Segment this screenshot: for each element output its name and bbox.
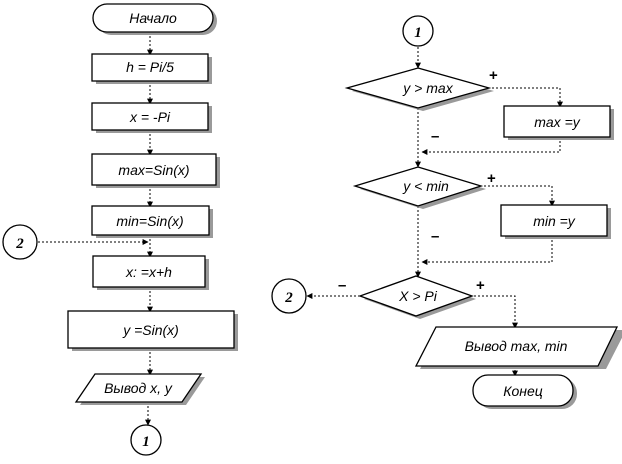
decision-x-gt-pi: X > Pi — [358, 275, 474, 317]
io-output-xy-label: Вывод x, y — [104, 380, 173, 396]
flow-maxassign-join — [421, 137, 561, 155]
connector-2-left: 2 — [2, 224, 38, 260]
terminal-end: Конец — [472, 374, 574, 407]
branch-max-yes-label: + — [489, 67, 498, 84]
process-max-assign-label: max =y — [534, 114, 581, 130]
process-max-init-label: max=Sin(x) — [118, 162, 189, 178]
flow-minassign-join — [421, 236, 553, 265]
decision-y-gt-max: y > max — [344, 67, 492, 109]
connector-2-right-label: 2 — [284, 290, 293, 306]
process-y-calc-label: y =Sin(x) — [122, 322, 179, 338]
process-min-init: min=Sin(x) — [91, 205, 210, 236]
process-h-assign: h = Pi/5 — [91, 53, 209, 82]
flow-condmax-yes — [488, 87, 563, 108]
terminal-start-label: Начало — [129, 10, 177, 26]
process-h-assign-label: h = Pi/5 — [126, 59, 174, 75]
process-min-init-label: min=Sin(x) — [116, 213, 183, 229]
flow-condx-yes — [470, 295, 518, 329]
branch-min-no-label: – — [431, 228, 439, 245]
process-max-init: max=Sin(x) — [91, 153, 217, 186]
connector-1-bottom-label: 1 — [142, 434, 150, 450]
decision-y-gt-max-label: y > max — [402, 80, 453, 96]
flow-condmin-yes — [480, 185, 555, 207]
process-y-calc: y =Sin(x) — [67, 310, 235, 349]
process-x-init: x = -Pi — [91, 102, 209, 131]
connector-1-bottom: 1 — [130, 424, 162, 456]
process-min-assign-label: min =y — [533, 213, 576, 229]
flow-lines — [38, 32, 563, 426]
branch-min-yes-label: + — [487, 170, 496, 187]
process-min-assign: min =y — [500, 204, 608, 237]
connector-2-right: 2 — [271, 278, 307, 314]
decision-y-lt-min-label: y < min — [402, 178, 449, 194]
io-output-maxmin: Вывод max, min — [414, 326, 619, 367]
io-output-xy: Вывод x, y — [74, 373, 203, 403]
branch-max-no-label: – — [431, 128, 439, 145]
connector-1-top: 1 — [402, 15, 434, 47]
process-x-step: x: =x+h — [92, 255, 206, 288]
process-x-step-label: x: =x+h — [125, 264, 172, 280]
connector-2-left-label: 2 — [15, 236, 24, 252]
io-output-maxmin-label: Вывод max, min — [465, 338, 568, 354]
terminal-start: Начало — [92, 3, 214, 33]
decision-y-lt-min: y < min — [352, 166, 484, 207]
connector-1-top-label: 1 — [414, 25, 422, 41]
terminal-end-label: Конец — [503, 383, 543, 399]
branch-x-yes-label: + — [476, 277, 485, 294]
process-max-assign: max =y — [503, 105, 611, 138]
decision-x-gt-pi-label: X > Pi — [398, 288, 438, 304]
branch-x-no-label: – — [338, 277, 346, 294]
process-x-init-label: x = -Pi — [129, 109, 171, 125]
branch-labels: + – + – + – — [338, 67, 498, 294]
